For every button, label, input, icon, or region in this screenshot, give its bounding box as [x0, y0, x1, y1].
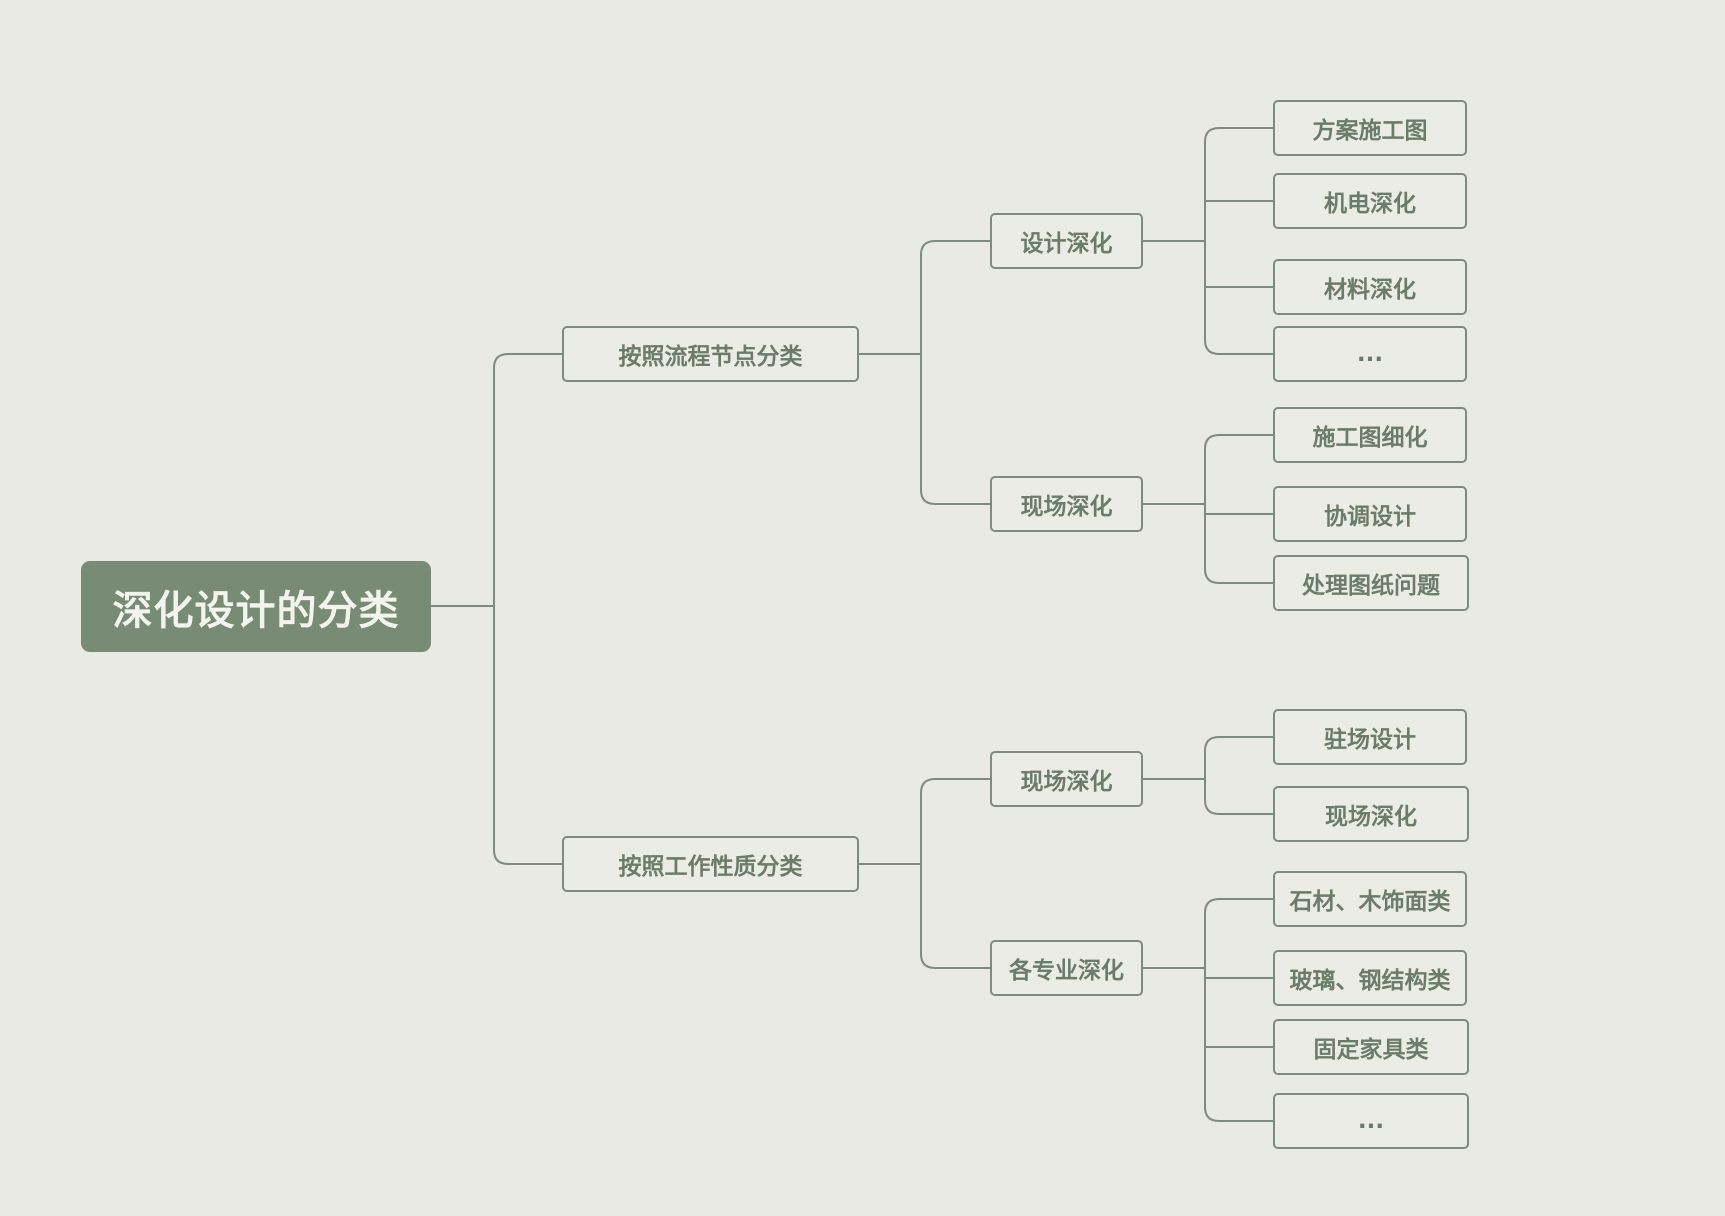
leaf-node[interactable]: 驻场设计	[1273, 709, 1467, 765]
leaf-node[interactable]: ...	[1273, 1093, 1469, 1149]
branch-node-process[interactable]: 按照流程节点分类	[562, 326, 859, 382]
leaf-label: 协调设计	[1324, 504, 1416, 530]
leaf-label: 方案施工图	[1312, 118, 1428, 144]
group-label: 各专业深化	[1009, 958, 1124, 984]
leaf-label: 施工图细化	[1312, 425, 1428, 451]
group-node-disciplines[interactable]: 各专业深化	[990, 940, 1143, 996]
connector-line	[1143, 736, 1273, 815]
connector-line	[1143, 898, 1273, 1122]
leaf-node[interactable]: 现场深化	[1273, 786, 1469, 842]
connector-line	[431, 353, 562, 865]
leaf-label: 机电深化	[1324, 191, 1416, 217]
connector-line	[1143, 127, 1273, 355]
root-node[interactable]: 深化设计的分类	[81, 561, 431, 652]
connector-line	[859, 778, 990, 969]
leaf-node[interactable]: 方案施工图	[1273, 100, 1467, 156]
leaf-node[interactable]: 施工图细化	[1273, 407, 1467, 463]
leaf-node[interactable]: 玻璃、钢结构类	[1273, 950, 1467, 1006]
leaf-label: ...	[1356, 341, 1384, 367]
group-node-site[interactable]: 现场深化	[990, 476, 1143, 532]
group-label: 设计深化	[1020, 231, 1113, 257]
root-label: 深化设计的分类	[112, 587, 400, 634]
connector-line	[859, 240, 990, 505]
leaf-label: 驻场设计	[1324, 727, 1416, 753]
leaf-label: 玻璃、钢结构类	[1289, 968, 1451, 994]
group-label: 现场深化	[1020, 494, 1113, 520]
leaf-node[interactable]: 材料深化	[1273, 259, 1467, 315]
leaf-node[interactable]: 机电深化	[1273, 173, 1467, 229]
connector-line	[1143, 434, 1273, 584]
branch-label: 按照工作性质分类	[618, 854, 803, 880]
leaf-label: ...	[1357, 1108, 1385, 1134]
leaf-node[interactable]: 固定家具类	[1273, 1019, 1469, 1075]
branch-node-nature[interactable]: 按照工作性质分类	[562, 836, 859, 892]
group-label: 现场深化	[1020, 769, 1113, 795]
leaf-node[interactable]: 石材、木饰面类	[1273, 871, 1467, 927]
group-node-site-2[interactable]: 现场深化	[990, 751, 1143, 807]
leaf-node[interactable]: 协调设计	[1273, 486, 1467, 542]
leaf-label: 固定家具类	[1313, 1037, 1429, 1063]
leaf-label: 石材、木饰面类	[1289, 889, 1451, 915]
branch-label: 按照流程节点分类	[618, 344, 803, 370]
leaf-node[interactable]: 处理图纸问题	[1273, 555, 1469, 611]
leaf-label: 材料深化	[1324, 277, 1416, 303]
group-node-design[interactable]: 设计深化	[990, 213, 1143, 269]
leaf-node[interactable]: ...	[1273, 326, 1467, 382]
leaf-label: 现场深化	[1325, 804, 1417, 830]
leaf-label: 处理图纸问题	[1302, 573, 1440, 599]
